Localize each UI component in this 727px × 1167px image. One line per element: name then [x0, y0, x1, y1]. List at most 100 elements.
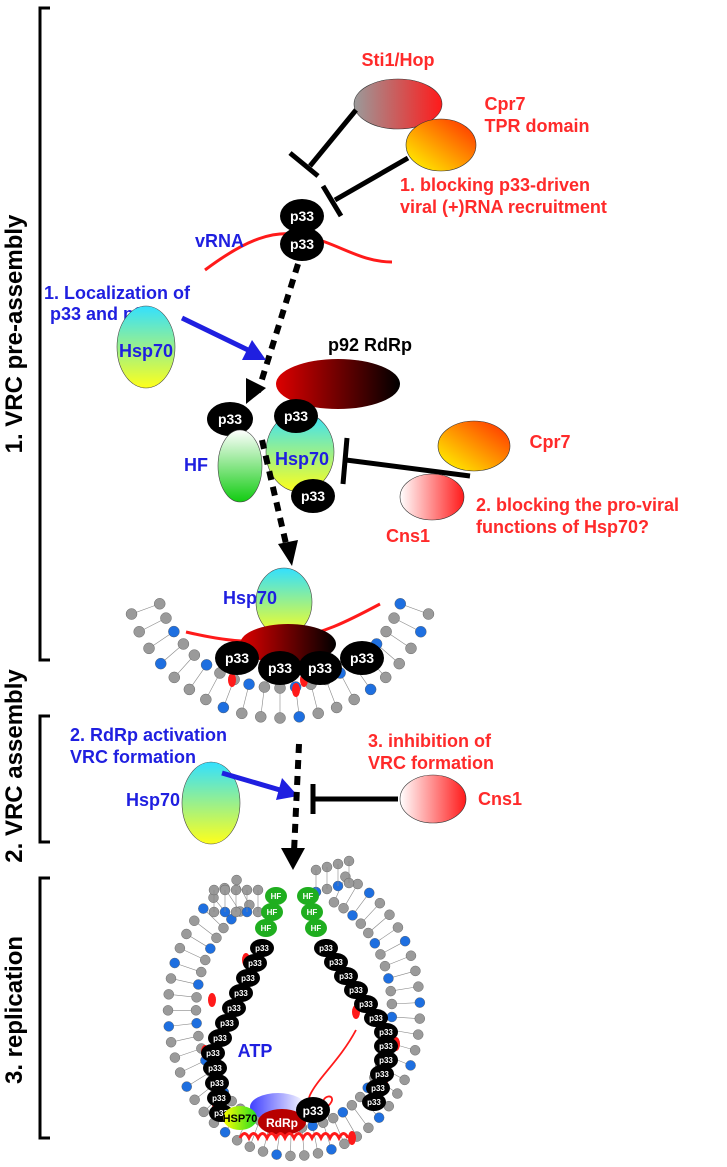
p33-top-label: p33 — [284, 408, 308, 424]
dashed-arrow-3 — [291, 743, 302, 853]
dashed-arrow-2 — [259, 439, 290, 549]
label-vrna: vRNA — [195, 231, 244, 251]
cpr7-ellipse — [437, 420, 511, 472]
svg-text:p33: p33 — [234, 989, 248, 998]
svg-text:HF: HF — [311, 924, 322, 933]
p33-left-ellipse — [207, 402, 253, 436]
p33-dimer: p33 p33 — [280, 199, 324, 261]
label-cpr7-tpr-1: Cpr7 — [484, 94, 525, 114]
label-localization-1: 1. Localization of — [44, 283, 191, 303]
bracket-assembly — [38, 714, 50, 844]
svg-text:p33: p33 — [225, 650, 249, 666]
label-blocking1-2: viral (+)RNA recruitment — [400, 197, 607, 217]
label-cpr7-tpr-2: TPR domain — [484, 116, 589, 136]
hsp70-ellipse-4 — [181, 761, 241, 845]
sti1-ellipse — [353, 78, 443, 130]
stage-label-assembly: 2. VRC assembly — [1, 669, 28, 863]
svg-text:p33: p33 — [367, 1098, 381, 1107]
svg-text:p33: p33 — [371, 1084, 385, 1093]
bottom-helix — [238, 1132, 350, 1142]
label-blocking2-2: functions of Hsp70? — [476, 517, 649, 537]
rdrp-ellipse — [258, 1109, 306, 1135]
label-rdrp: RdRp — [266, 1116, 298, 1130]
blue-arrowhead-1 — [242, 340, 266, 360]
svg-text:p33: p33 — [241, 974, 255, 983]
label-inhibition-2: VRC formation — [368, 753, 494, 773]
p33-ring: p33 p33 p33 p33 p33 p33 p33 p33 p33 p33 p33 p33 p33 p… — [201, 939, 398, 1122]
svg-text:p33: p33 — [339, 972, 353, 981]
hsp70-ellipse-1 — [116, 305, 176, 389]
arrowhead-3 — [281, 848, 305, 870]
svg-text:p33: p33 — [268, 660, 292, 676]
label-rdrp-activation-1: 2. RdRp activation — [70, 725, 227, 745]
cns1-ellipse-2 — [399, 774, 467, 824]
label-hsp70-4: Hsp70 — [126, 790, 180, 810]
label-hsp70-3: Hsp70 — [223, 588, 277, 608]
svg-text:p33: p33 — [329, 958, 343, 967]
svg-text:p33: p33 — [255, 944, 269, 953]
bracket-pre-assembly — [38, 6, 50, 662]
stage-label-replication: 3. replication — [1, 936, 28, 1084]
svg-text:p33: p33 — [379, 1028, 393, 1037]
inhibition-cpr7-cns1 — [340, 437, 471, 485]
svg-text:p33: p33 — [379, 1056, 393, 1065]
stage-label-pre-assembly: 1. VRC pre-assembly — [1, 214, 28, 453]
svg-text:HF: HF — [267, 908, 278, 917]
dashed-arrow-1 — [255, 263, 301, 393]
svg-text:p33: p33 — [379, 1042, 393, 1051]
label-hsp70-1: Hsp70 — [119, 341, 173, 361]
svg-text:p33: p33 — [375, 1070, 389, 1079]
label-hf-1: HF — [184, 455, 208, 475]
p33-vesicle-label: p33 — [303, 1104, 324, 1118]
inhibition-cns1-vrc — [310, 784, 398, 814]
label-p92: p92 RdRp — [328, 335, 412, 355]
hsp70-small-ellipse — [223, 1106, 257, 1130]
label-blocking2-1: 2. blocking the pro-viral — [476, 495, 679, 515]
p92-ellipse — [276, 359, 400, 409]
svg-text:p33: p33 — [369, 1014, 383, 1023]
arrowhead-1 — [246, 378, 266, 404]
label-atp: ATP — [238, 1041, 273, 1061]
svg-text:p33: p33 — [214, 1109, 228, 1118]
svg-text:p33: p33 — [350, 650, 374, 666]
label-inhibition-1: 3. inhibition of — [368, 731, 492, 751]
blue-arrow-2 — [221, 770, 281, 793]
svg-text:p33: p33 — [227, 1004, 241, 1013]
label-rdrp-activation-2: VRC formation — [70, 747, 196, 767]
svg-text:p33: p33 — [308, 660, 332, 676]
svg-text:p33: p33 — [210, 1079, 224, 1088]
cpr7-tpr-ellipse — [405, 118, 477, 172]
hf-ellipse-1 — [217, 429, 263, 503]
p33-left-label: p33 — [218, 411, 242, 427]
svg-text:p33: p33 — [248, 959, 262, 968]
label-cns1-1: Cns1 — [386, 526, 430, 546]
p33-bottom-label: p33 — [301, 488, 325, 504]
svg-text:p33: p33 — [206, 1049, 220, 1058]
p33-row: p33 p33 p33 p33 — [215, 641, 384, 685]
svg-text:p33: p33 — [319, 944, 333, 953]
label-hsp70-small: HSP70 — [223, 1113, 258, 1125]
label-cpr7: Cpr7 — [529, 432, 570, 452]
svg-text:HF: HF — [261, 924, 272, 933]
bracket-replication — [38, 876, 50, 1140]
svg-text:HF: HF — [271, 892, 282, 901]
svg-text:p33: p33 — [212, 1094, 226, 1103]
svg-text:p33: p33 — [213, 1034, 227, 1043]
cns1-ellipse-1 — [399, 473, 465, 521]
svg-text:HF: HF — [303, 892, 314, 901]
inhibition-cpr7-tpr — [320, 155, 410, 218]
svg-text:HF: HF — [307, 908, 318, 917]
svg-text:p33: p33 — [349, 986, 363, 995]
label-hsp70-2: Hsp70 — [275, 449, 329, 469]
label-cns1-2: Cns1 — [478, 789, 522, 809]
svg-text:p33: p33 — [220, 1019, 234, 1028]
svg-text:p33: p33 — [290, 208, 314, 224]
svg-text:p33: p33 — [290, 236, 314, 252]
blue-arrow-1 — [180, 315, 250, 353]
p33-vesicle-ellipse — [296, 1097, 330, 1123]
hf-group: HF HF HF HF HF HF — [255, 887, 327, 937]
p33-bottom-ellipse — [291, 479, 335, 513]
inhibition-sti1 — [288, 108, 358, 178]
label-sti1: Sti1/Hop — [361, 50, 434, 70]
